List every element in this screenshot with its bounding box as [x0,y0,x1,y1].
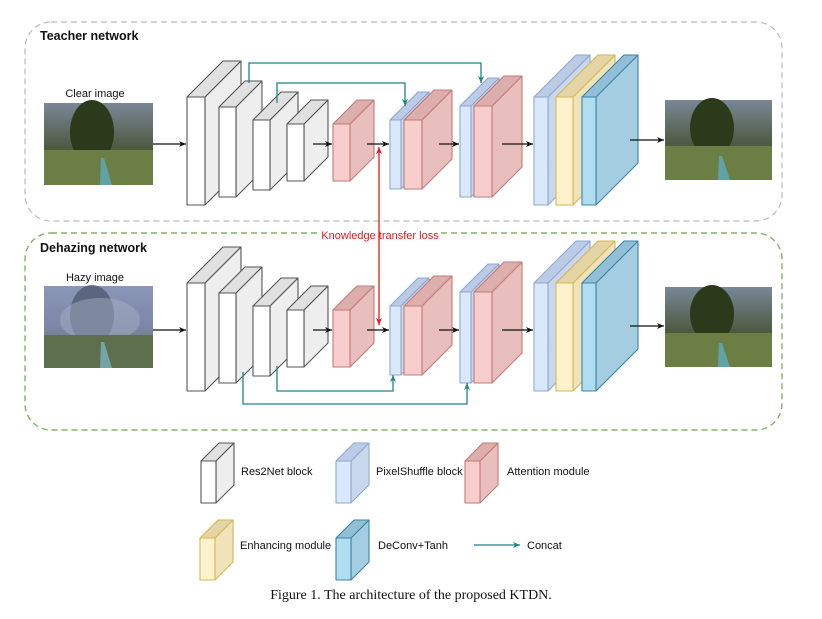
teacher-enhancing-module-front [555,96,574,206]
teacher-network-title: Teacher network [40,29,138,43]
legend-deconv-icon-front [335,537,352,581]
dehazing-attention-module-3 [473,261,523,384]
dehazing-res2net-block-4-front [286,309,305,368]
teacher-pixelshuffle-block-2-front [459,105,472,198]
dehazing-enhancing-module-front [555,282,574,392]
dehazing-res2net-block-1-front [186,282,206,392]
dehazing-attention-module-1-front [332,309,351,368]
teacher-pixelshuffle-block-3-front [533,96,549,206]
clear-image-label: Clear image [65,88,124,100]
clear-input-image [44,100,153,185]
teacher-res2net-block-1-front [186,96,206,206]
teacher-deconv-tanh-block [581,54,639,206]
teacher-attention-module-1-front [332,123,351,182]
dehazing-skip-connection-inner [276,366,396,392]
teacher-res2net-block-4 [286,99,329,182]
teacher-res2net-block-3-front [252,119,271,191]
dehazed-output-image [665,285,772,367]
legend-res2net-icon [200,442,235,504]
dehazing-attention-module-3-front [473,291,493,384]
teacher-pixelshuffle-block-1-front [389,119,402,190]
hazy-input-image [44,285,153,368]
knowledge-transfer-loss-label: Knowledge transfer loss [321,230,439,242]
dehazing-deconv-tanh-block [581,240,639,392]
dehazing-deconv-tanh-block-front [581,282,597,392]
teacher-output-image [665,98,772,180]
teacher-attention-module-2-front [403,119,423,190]
legend-concat-label: Concat [527,540,562,552]
dehazing-attention-module-1 [332,285,375,368]
teacher-attention-module-1 [332,99,375,182]
legend-res2net-icon-front [200,460,217,504]
dehazing-pixelshuffle-block-3-front [533,282,549,392]
teacher-deconv-tanh-block-front [581,96,597,206]
legend-deconv-label: DeConv+Tanh [378,540,448,552]
dehazing-pixelshuffle-block-2-front [459,291,472,384]
legend-enhancing-icon [199,519,234,581]
dehazing-skip-connection-outer [242,372,470,405]
teacher-res2net-block-4-front [286,123,305,182]
teacher-attention-module-3-front [473,105,493,198]
legend-attention-icon-front [464,460,481,504]
legend-attention-label: Attention module [507,466,590,478]
teacher-res2net-block-2-front [218,106,237,198]
dehazing-res2net-block-2-front [218,292,237,384]
dehazing-network-title: Dehazing network [40,241,147,255]
dehazing-attention-module-2 [403,275,453,376]
legend-attention-icon [464,442,499,504]
dehazing-pixelshuffle-block-1-front [389,305,402,376]
teacher-skip-connection-outer [248,62,484,83]
teacher-attention-module-2 [403,89,453,190]
teacher-skip-connection-inner [276,82,408,106]
dehazing-attention-module-2-front [403,305,423,376]
legend-res2net-label: Res2Net block [241,466,313,478]
legend-enhancing-icon-front [199,537,216,581]
teacher-network-box [24,21,783,222]
legend-pixelshuffle-icon [335,442,370,504]
hazy-image-label: Hazy image [66,272,124,284]
figure-caption: Figure 1. The architecture of the propos… [270,588,552,603]
legend-pixelshuffle-label: PixelShuffle block [376,466,463,478]
legend-deconv-icon [335,519,370,581]
teacher-attention-module-3 [473,75,523,198]
legend-pixelshuffle-icon-front [335,460,352,504]
dehazing-res2net-block-4 [286,285,329,368]
dehazing-res2net-block-3-front [252,305,271,377]
legend-enhancing-label: Enhancing module [240,540,331,552]
